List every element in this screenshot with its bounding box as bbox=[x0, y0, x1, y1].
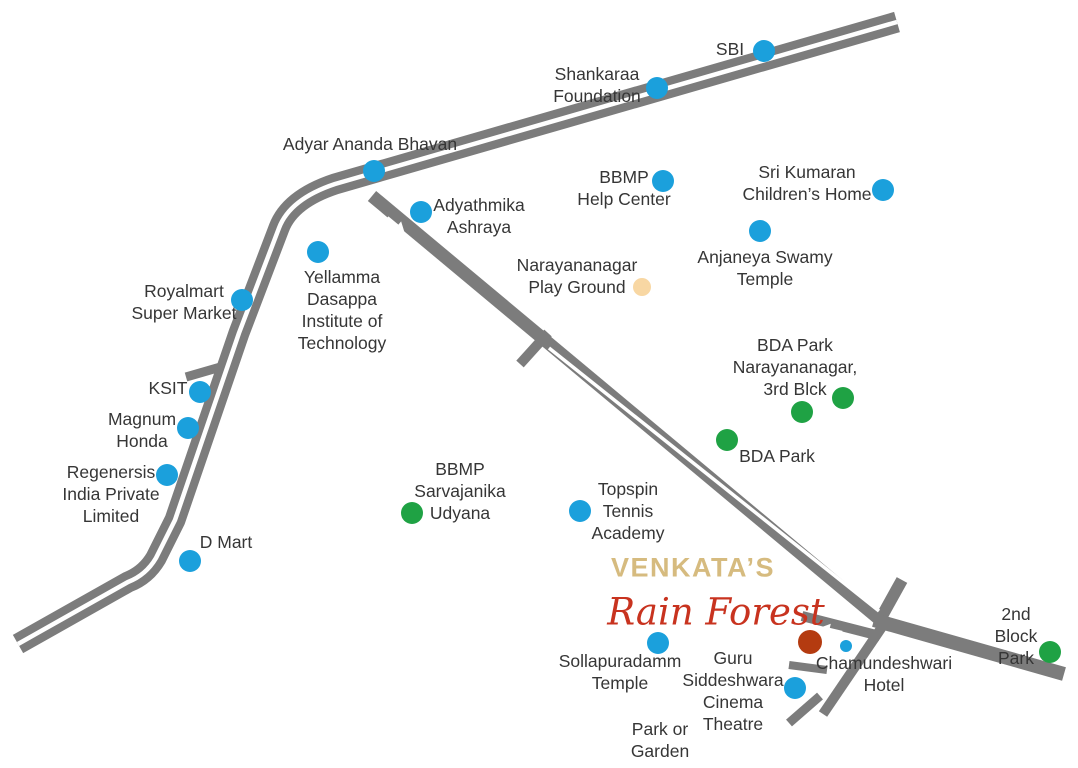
poi-label-anjaneya-swamy-temple: Anjaneya Swamy Temple bbox=[697, 247, 833, 289]
road-end-crossbar bbox=[786, 692, 823, 727]
entrance-stub bbox=[800, 611, 882, 641]
poi-dot-adyar-ananda-bhavan bbox=[363, 160, 385, 182]
poi-label-royalmart-super-market: Royalmart Super Market bbox=[131, 281, 237, 323]
junction-prong bbox=[876, 577, 908, 619]
poi-label-regenersis-india: Regenersis India Private Limited bbox=[62, 462, 160, 526]
poi-dot-bda-park-3rd-block-b bbox=[791, 401, 813, 423]
poi-dot-narayananagar-play-ground bbox=[633, 278, 651, 296]
poi-dot-d-mart bbox=[179, 550, 201, 572]
poi-label-bbmp-help-center: BBMP Help Center bbox=[577, 167, 671, 209]
poi-label-sri-kumaran-childrens-home: Sri Kumaran Children’s Home bbox=[742, 162, 872, 204]
poi-label-adyar-ananda-bhavan: Adyar Ananda Bhavan bbox=[282, 134, 458, 154]
poi-label-sbi: SBI bbox=[715, 39, 745, 59]
poi-dot-adyathmika-ashraya bbox=[410, 201, 432, 223]
poi-dot-regenersis-india bbox=[156, 464, 178, 486]
poi-label-narayananagar-play-ground: Narayananagar Play Ground bbox=[516, 255, 638, 297]
poi-label-second-block-park: 2nd Block Park bbox=[994, 604, 1038, 668]
poi-dot-yellamma-dasappa-institute bbox=[307, 241, 329, 263]
poi-dot-ksit bbox=[189, 381, 211, 403]
poi-dot-bbmp-sarvajanika-udyana bbox=[401, 502, 423, 524]
poi-dot-bbmp-help-center bbox=[652, 170, 674, 192]
poi-dot-chamundeshwari-hotel bbox=[840, 640, 852, 652]
poi-label-adyathmika-ashraya: Adyathmika Ashraya bbox=[433, 195, 525, 237]
side-street-stub bbox=[788, 661, 828, 674]
main-road-median bbox=[16, 19, 898, 646]
road-southwest bbox=[818, 624, 887, 717]
logo-project-name: Rain Forest bbox=[607, 590, 825, 634]
logo-brand-text: VENKATA’S bbox=[610, 552, 776, 583]
poi-label-magnum-honda: Magnum Honda bbox=[107, 409, 177, 451]
poi-label-d-mart: D Mart bbox=[199, 532, 253, 552]
poi-dot-topspin-tennis-academy bbox=[569, 500, 591, 522]
poi-label-sollapuradamm-temple: Sollapuradamm Temple bbox=[558, 651, 682, 693]
road-to-2nd-block-park bbox=[872, 613, 1066, 681]
poi-dot-magnum-honda bbox=[177, 417, 199, 439]
direction-arrow-icon bbox=[837, 550, 857, 567]
poi-dot-anjaneya-swamy-temple bbox=[749, 220, 771, 242]
direction-arrow-icon bbox=[385, 216, 405, 233]
poi-label-bbmp-sarvajanika-udyana: BBMP Sarvajanika Udyana bbox=[414, 459, 506, 523]
branch-road-centerline bbox=[547, 346, 881, 613]
poi-dot-bda-park-3rd-block bbox=[832, 387, 854, 409]
poi-dot-guru-siddeshwara-cinema-theatre bbox=[784, 677, 806, 699]
direction-arrows bbox=[385, 216, 857, 637]
poi-label-bda-park-3rd-block: BDA Park Narayananagar, 3rd Blck bbox=[732, 335, 858, 399]
poi-dot-sri-kumaran-childrens-home bbox=[872, 179, 894, 201]
poi-label-shankaraa-foundation: Shankaraa Foundation bbox=[553, 64, 641, 106]
poi-label-guru-siddeshwara-cinema-theatre: Guru Siddeshwara Cinema Theatre bbox=[682, 648, 784, 734]
poi-dot-royalmart-super-market bbox=[231, 289, 253, 311]
poi-dot-sollapuradamm-temple bbox=[647, 632, 669, 654]
poi-label-chamundeshwari-hotel: Chamundeshwari Hotel bbox=[815, 653, 953, 695]
poi-label-park-or-garden: Park or Garden bbox=[630, 719, 690, 761]
poi-label-ksit: KSIT bbox=[148, 378, 188, 398]
poi-dot-second-block-park bbox=[1039, 641, 1061, 663]
cross-street-stub bbox=[516, 329, 552, 368]
poi-dot-shankaraa-foundation bbox=[646, 77, 668, 99]
direction-arrow-icon bbox=[634, 397, 654, 414]
poi-label-topspin-tennis-academy: Topspin Tennis Academy bbox=[591, 479, 665, 543]
direction-arrow-icon bbox=[819, 623, 843, 637]
poi-dot-sbi bbox=[753, 40, 775, 62]
poi-dot-bda-park bbox=[716, 429, 738, 451]
poi-label-bda-park: BDA Park bbox=[739, 446, 815, 466]
poi-dot-rain-forest-site-marker bbox=[798, 630, 822, 654]
poi-label-yellamma-dasappa-institute: Yellamma Dasappa Institute of Technology bbox=[297, 267, 387, 353]
